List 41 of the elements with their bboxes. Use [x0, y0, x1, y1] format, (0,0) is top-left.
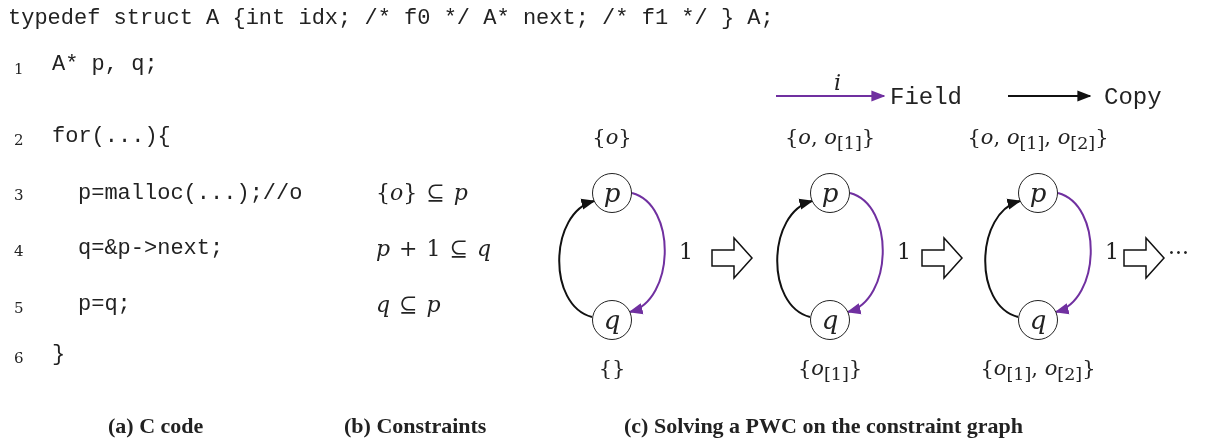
code-line: q=&p->next;: [78, 236, 224, 261]
caption: (a) C code: [108, 413, 204, 439]
arrow: [846, 192, 884, 313]
points-to-set: {o$_{[1]}$, o$_{[2]}$}: [980, 356, 1096, 385]
field-offset: i: [834, 70, 842, 95]
caption: (b) Constraints: [344, 413, 487, 439]
code-line: p=malloc(...);//o: [78, 181, 303, 206]
code-line: }: [52, 342, 66, 367]
points-to-set: {o, o$_{[1]}$, o$_{[2]}$}: [967, 125, 1109, 154]
variable-circle: q: [592, 300, 632, 340]
constraint: q ⊆ p: [376, 292, 441, 317]
line-number: 3: [14, 186, 24, 204]
legend-label: Copy: [1104, 84, 1162, 111]
points-to-set: {o$_{[1]}$}: [797, 356, 863, 385]
constraint: {o} ⊆ p: [376, 180, 468, 205]
legend-label: Field: [890, 84, 962, 111]
line-number: 2: [14, 131, 24, 149]
code-line: for(...){: [52, 124, 171, 149]
line-number: 6: [14, 349, 24, 367]
arrow: [984, 200, 1022, 318]
variable-circle: q: [1018, 300, 1058, 340]
code-line: p=q;: [78, 292, 131, 317]
variable-circle: q: [810, 300, 850, 340]
line-number: 5: [14, 299, 24, 317]
arrow: [1054, 192, 1092, 313]
caption: (c) Solving a PWC on the constraint graph: [624, 413, 1024, 439]
points-to-set: {o, o$_{[1]}$}: [784, 125, 876, 154]
points-to-set: {o}: [592, 125, 632, 149]
arrow: [558, 200, 596, 318]
ellipsis: ···: [1168, 240, 1189, 265]
line-number: 4: [14, 242, 24, 260]
variable-circle: p: [810, 173, 850, 213]
line-number: 1: [14, 60, 24, 78]
constraint: p + 1 ⊆ q: [376, 236, 492, 261]
arrow: [776, 200, 814, 318]
points-to-set: {}: [598, 356, 626, 380]
arrow: [628, 192, 666, 313]
code-line: typedef struct A {int idx; /* f0 */ A* next; /* f1 */ } A;: [8, 6, 774, 31]
code-line: A* p, q;: [52, 52, 158, 77]
variable-circle: p: [592, 173, 632, 213]
variable-circle: p: [1018, 173, 1058, 213]
